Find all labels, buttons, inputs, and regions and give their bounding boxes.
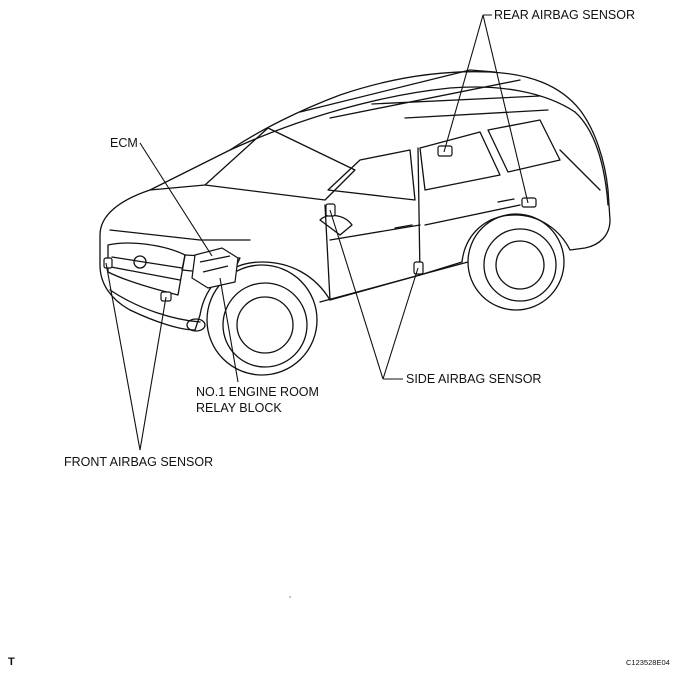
side-mirror [319, 214, 353, 236]
front-wheel [222, 282, 308, 368]
grille [107, 242, 186, 296]
label-front-airbag-sensor: FRONT AIRBAG SENSOR [64, 455, 214, 469]
vehicle-body-outline [99, 71, 611, 331]
front-wheel-arch [206, 264, 318, 376]
front-bumper [109, 289, 201, 323]
door-handles [394, 198, 515, 229]
stray-dot [289, 596, 291, 598]
label-ecm: ECM [110, 136, 138, 150]
roofline [229, 86, 576, 151]
rear-wheel-hub [495, 240, 545, 290]
leader-ecm [139, 142, 213, 257]
rocker-panel [319, 261, 469, 303]
quarter-window [487, 119, 561, 173]
label-relay-block-line2: RELAY BLOCK [196, 401, 282, 415]
front-wheel-hub [236, 296, 294, 354]
leader-side-airbag [329, 209, 419, 380]
fog-lamp [186, 318, 206, 332]
roof-rail [299, 69, 549, 119]
label-rear-airbag-sensor: REAR AIRBAG SENSOR [494, 8, 636, 22]
rear-wheel-arch [467, 213, 565, 311]
label-relay-block-line1: NO.1 ENGINE ROOM [196, 385, 319, 399]
leader-front-airbag [105, 262, 167, 451]
rear-wheel [483, 228, 557, 302]
rear-door-window [419, 131, 501, 191]
label-side-airbag-sensor: SIDE AIRBAG SENSOR [406, 372, 542, 386]
leader-relay-block [219, 277, 239, 383]
figure-code: C123528E04 [626, 658, 670, 667]
rear-airbag-sensor-2 [521, 197, 537, 208]
windshield [204, 127, 356, 201]
side-airbag-sensor-2 [413, 261, 424, 275]
rear-airbag-sensor-1 [437, 145, 453, 157]
rear-end [559, 111, 609, 206]
leader-rear-airbag [443, 14, 529, 204]
front-door-window [327, 149, 416, 201]
front-airbag-sensor-1 [103, 257, 113, 269]
grille-emblem [133, 255, 147, 269]
door-lines [324, 147, 521, 301]
front-airbag-sensor-2 [160, 291, 172, 302]
footer-left-mark: T [8, 656, 15, 668]
hood-line [109, 184, 251, 241]
ecm-unit [191, 247, 239, 289]
